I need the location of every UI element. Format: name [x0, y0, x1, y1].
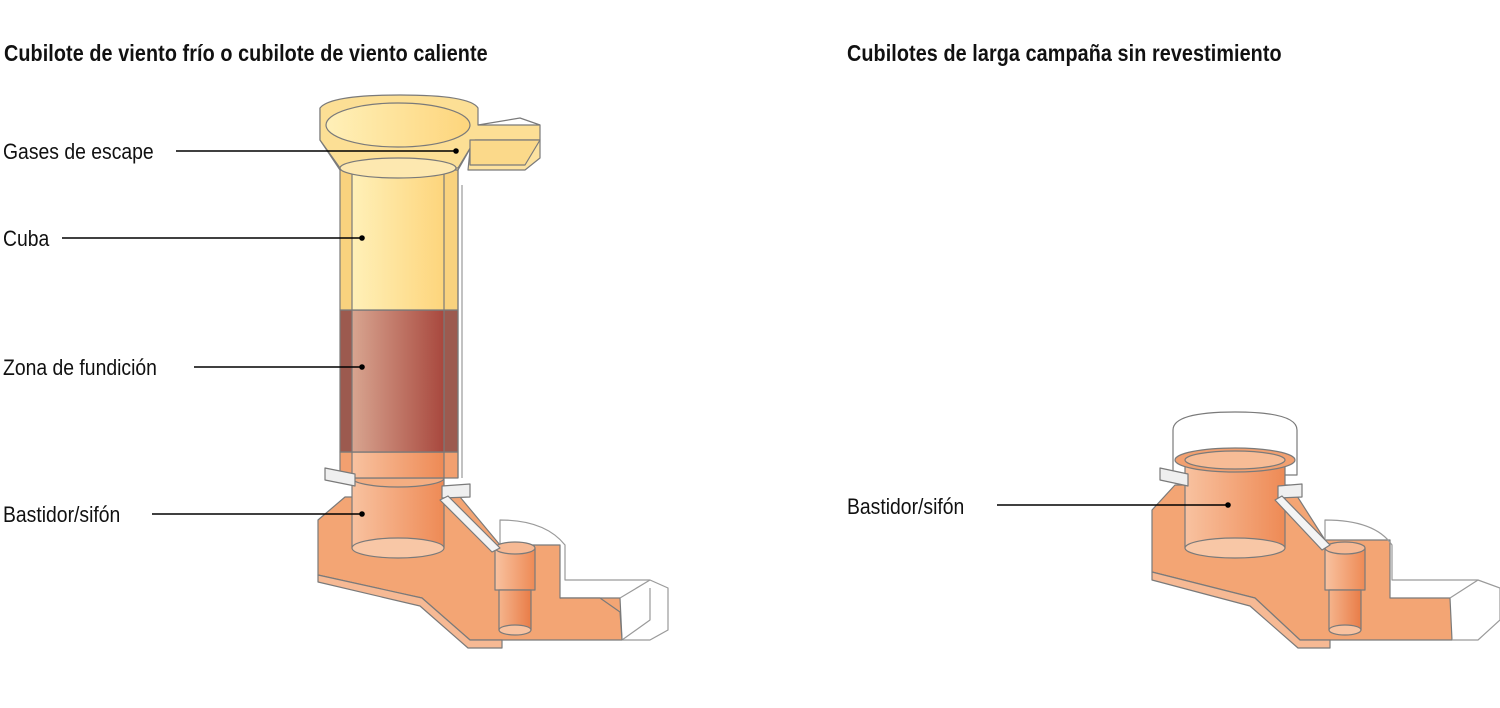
left-tuyere-left: [324, 467, 356, 487]
right-cupola: [1151, 411, 1500, 649]
label-cuba: Cuba: [3, 226, 50, 251]
left-diagram-title: Cubilote de viento frío o cubilote de vi…: [4, 40, 488, 66]
right-leader-lines: [997, 502, 1231, 508]
right-diagram-title: Cubilotes de larga campaña sin revestimi…: [847, 40, 1282, 66]
label-bastidor-sifon-right: Bastidor/sifón: [847, 494, 965, 519]
label-gases-de-escape: Gases de escape: [3, 139, 154, 164]
label-zona-de-fundicion: Zona de fundición: [3, 355, 157, 380]
label-bastidor-sifon-left: Bastidor/sifón: [3, 502, 121, 527]
left-cupola: [317, 94, 669, 649]
left-leader-lines: [62, 148, 459, 517]
